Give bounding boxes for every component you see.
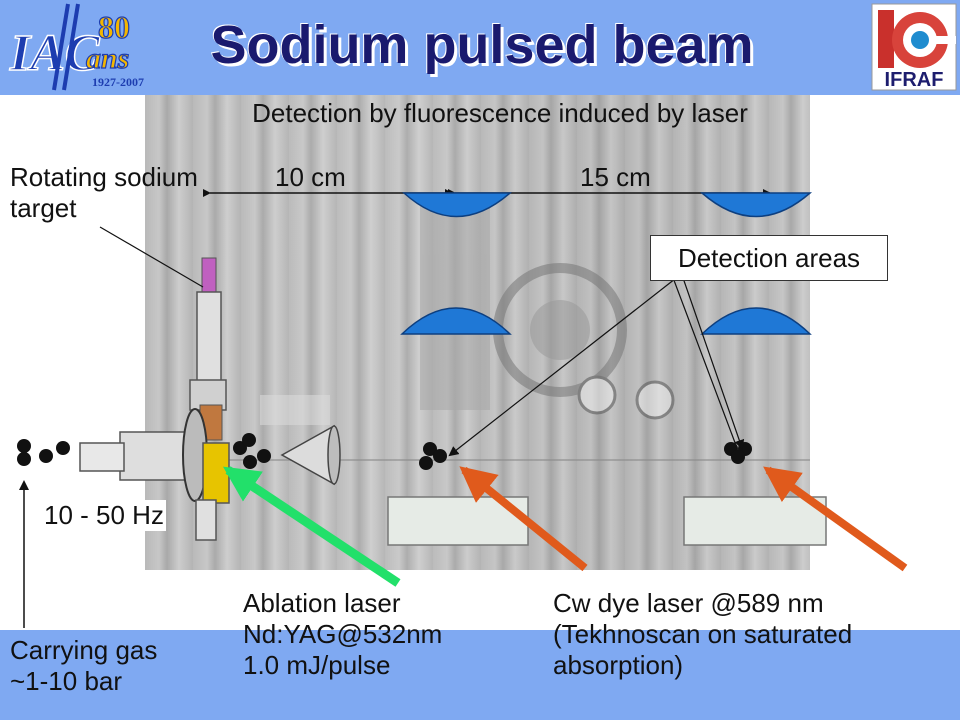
slide-subtitle: Detection by fluorescence induced by las… — [252, 98, 748, 128]
lac-logo-icon: IAC 80 ans 1927-2007 — [8, 3, 144, 91]
detection-pointer-right — [681, 274, 745, 450]
lens-bottom-right — [700, 307, 812, 335]
ifraf-text: IFRAF — [885, 69, 944, 91]
lac-logo: IAC 80 ans 1927-2007 — [6, 2, 156, 92]
detection-pointer-left — [448, 274, 681, 457]
distance-label-2: 15 cm — [580, 162, 651, 192]
carrying-gas-line-1: Carrying gas — [10, 635, 158, 665]
dye-laser-arrow-right — [763, 466, 908, 572]
ifraf-logo-icon: IFRAF — [871, 3, 957, 91]
ablation-line-2: Nd:YAG@532nm — [243, 619, 443, 649]
detector-block-right — [683, 496, 827, 546]
target-pointer — [99, 226, 204, 288]
lens-top-right — [699, 192, 813, 218]
ablation-laser-label: Ablation laser Nd:YAG@532nm 1.0 mJ/pulse — [243, 588, 442, 681]
rotating-target-label: Rotating sodium target — [10, 162, 198, 224]
cw-dye-laser-label: Cw dye laser @589 nm (Tekhnoscan on satu… — [553, 588, 852, 681]
detection-areas-label: Detection areas — [650, 235, 888, 281]
dye-line-1: Cw dye laser @589 nm — [553, 588, 824, 618]
detection-lenses — [400, 192, 813, 335]
logo-80: 80 — [98, 9, 130, 45]
ablation-laser-arrow — [223, 466, 401, 587]
detection-pointer-mid — [671, 274, 738, 449]
frequency-label: 10 - 50 Hz — [42, 500, 166, 531]
distance-label-1: 10 cm — [275, 162, 346, 192]
lens-bottom-left — [400, 307, 512, 335]
slide-title: Sodium pulsed beam — [210, 15, 754, 75]
lens-top-left — [402, 192, 513, 218]
dye-line-3: absorption) — [553, 650, 684, 680]
ablation-line-3: 1.0 mJ/pulse — [243, 650, 391, 680]
logo-ans: ans — [86, 42, 129, 75]
bottom-bar — [0, 630, 960, 720]
carrying-gas-line-2: ~1-10 bar — [10, 666, 123, 696]
dye-laser-arrow-left — [459, 466, 588, 572]
rotating-target-line-2: target — [10, 193, 77, 223]
photo-details — [145, 200, 810, 461]
sodium-atoms — [17, 433, 752, 470]
carrying-gas-label: Carrying gas ~1-10 bar — [10, 635, 157, 697]
ablation-line-1: Ablation laser — [243, 588, 401, 618]
ifraf-logo: IFRAF — [870, 2, 958, 92]
logo-years: 1927-2007 — [92, 75, 144, 89]
dye-line-2: (Tekhnoscan on saturated — [553, 619, 853, 649]
rotating-target-line-1: Rotating sodium — [10, 162, 198, 192]
